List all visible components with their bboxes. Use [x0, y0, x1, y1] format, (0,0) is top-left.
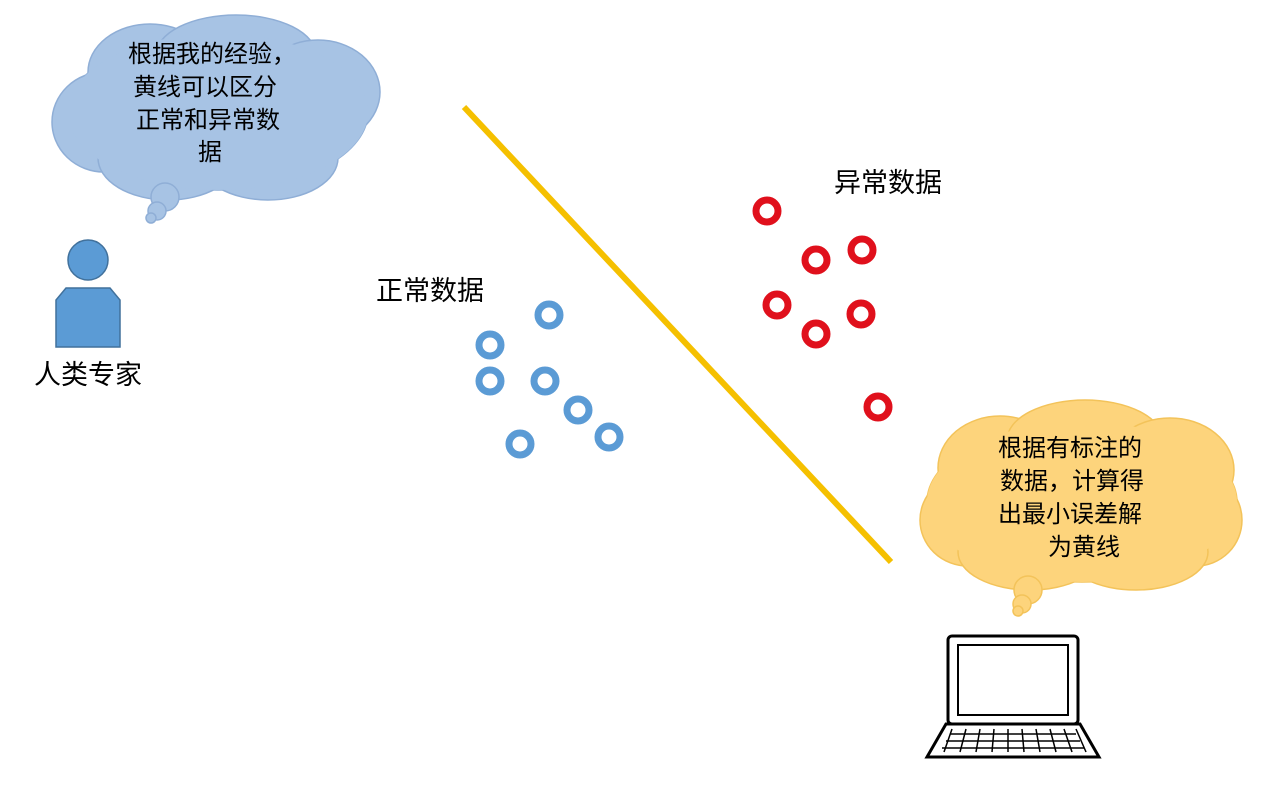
computer-cloud-line-3: 出最小误差解: [998, 500, 1142, 528]
abnormal-point: [847, 235, 877, 265]
abnormal-point: [801, 319, 831, 349]
computer-cloud-bubble-small: [1012, 605, 1024, 617]
computer-thought-cloud: 根据有标注的 数据，计算得 出最小误差解 为黄线: [919, 399, 1243, 617]
abnormal-point: [752, 196, 782, 226]
human-cloud-line-2: 黄线可以区分: [133, 73, 277, 101]
person-head: [67, 239, 109, 281]
abnormal-point: [846, 299, 876, 329]
human-cloud-line-4: 据: [198, 138, 222, 166]
laptop-base: [924, 722, 1102, 759]
human-cloud-line-1: 根据我的经验，: [128, 40, 296, 68]
person-icon: [55, 239, 121, 348]
person-body: [55, 287, 121, 348]
computer-cloud-line-1: 根据有标注的: [998, 434, 1142, 462]
normal-point: [505, 429, 535, 459]
human-cloud-line-3: 正常和异常数: [136, 106, 280, 134]
normal-point: [475, 330, 505, 360]
normal-point: [594, 422, 624, 452]
normal-point: [534, 300, 564, 330]
abnormal-point: [762, 290, 792, 320]
normal-point: [530, 366, 560, 396]
laptop-screen: [957, 644, 1069, 716]
laptop-icon: [924, 634, 1102, 759]
normal-point: [563, 395, 593, 425]
human-cloud-bubble-small: [145, 212, 157, 224]
abnormal-point: [863, 392, 893, 422]
computer-cloud-shape: [919, 399, 1243, 591]
human-thought-cloud: 根据我的经验， 黄线可以区分 正常和异常数 据: [51, 14, 381, 224]
normal-data-label: 正常数据: [376, 276, 484, 307]
laptop-keyboard: [942, 728, 1087, 753]
laptop-screen-frame: [946, 634, 1080, 726]
computer-cloud-line-2: 数据，计算得: [1000, 467, 1144, 495]
abnormal-data-label: 异常数据: [834, 168, 942, 199]
abnormal-data-points: [752, 196, 893, 422]
yellow-divider-line: [461, 104, 894, 565]
normal-data-points: [475, 300, 624, 459]
human-cloud-shape: [51, 14, 381, 201]
human-expert-label: 人类专家: [34, 360, 142, 391]
computer-cloud-line-4: 为黄线: [1048, 533, 1120, 561]
abnormal-point: [801, 245, 831, 275]
normal-point: [475, 366, 505, 396]
